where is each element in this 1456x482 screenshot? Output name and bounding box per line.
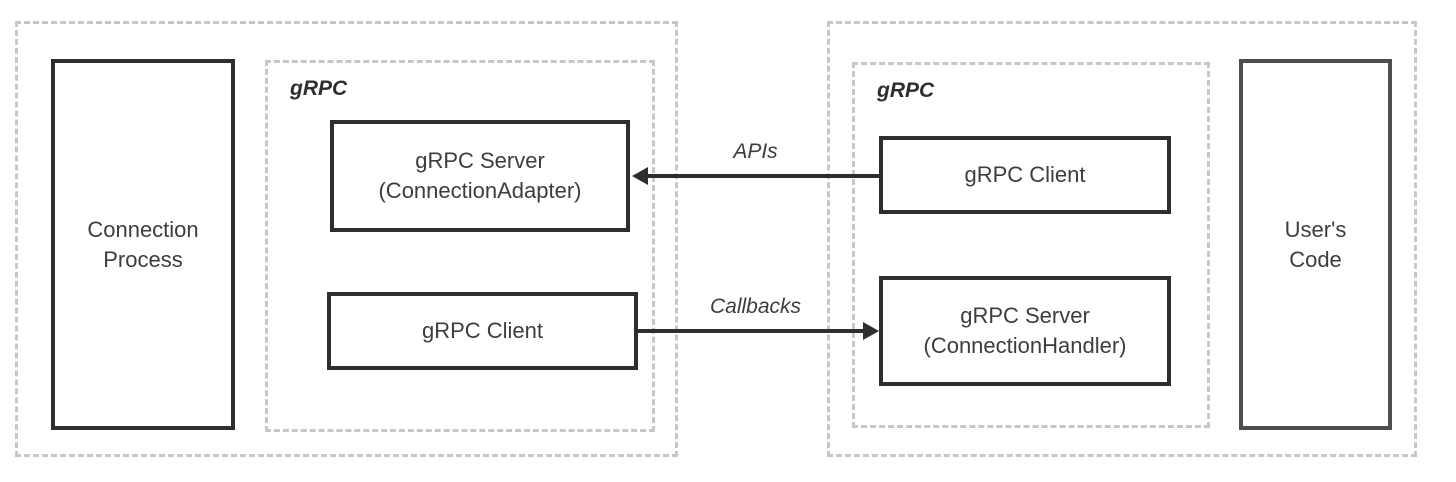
right-grpc-dashed-container: gRPC (852, 62, 1210, 428)
connection-process-label-line2: Process (103, 246, 183, 272)
apis-arrow-label: APIs (733, 140, 778, 163)
grpc-server-adapter-label-line1: gRPC Server (415, 148, 545, 173)
left-grpc-dashed-container: gRPC (265, 60, 655, 432)
users-code-label-line1: User's (1284, 216, 1347, 242)
callbacks-arrow-head-icon (863, 322, 879, 340)
grpc-server-handler-label-line2: (ConnectionHandler) (923, 333, 1127, 358)
callbacks-arrow-line (638, 329, 865, 333)
users-code-label-line2: Code (1289, 246, 1342, 272)
callbacks-arrow-label: Callbacks (709, 295, 802, 318)
right-grpc-client-label: gRPC Client (964, 162, 1086, 187)
grpc-server-connection-adapter-box: gRPC Server (ConnectionAdapter) (330, 120, 630, 232)
left-process-dashed-container (15, 21, 678, 457)
right-grpc-client-box: gRPC Client (879, 136, 1171, 214)
users-code-box: User's Code (1239, 59, 1392, 430)
grpc-server-adapter-label-line2: (ConnectionAdapter) (378, 178, 582, 203)
left-grpc-label: gRPC (290, 77, 348, 100)
apis-arrow-head-icon (632, 167, 648, 185)
apis-arrow-line (646, 174, 879, 178)
grpc-server-handler-label-line1: gRPC Server (960, 303, 1090, 328)
right-user-code-dashed-container (827, 21, 1417, 457)
left-grpc-client-box: gRPC Client (327, 292, 638, 370)
connection-process-box: Connection Process (51, 59, 235, 430)
right-grpc-label: gRPC (877, 79, 935, 102)
grpc-server-connection-handler-box: gRPC Server (ConnectionHandler) (879, 276, 1171, 386)
connection-process-label-line1: Connection (87, 216, 199, 242)
left-grpc-client-label: gRPC Client (421, 318, 544, 343)
